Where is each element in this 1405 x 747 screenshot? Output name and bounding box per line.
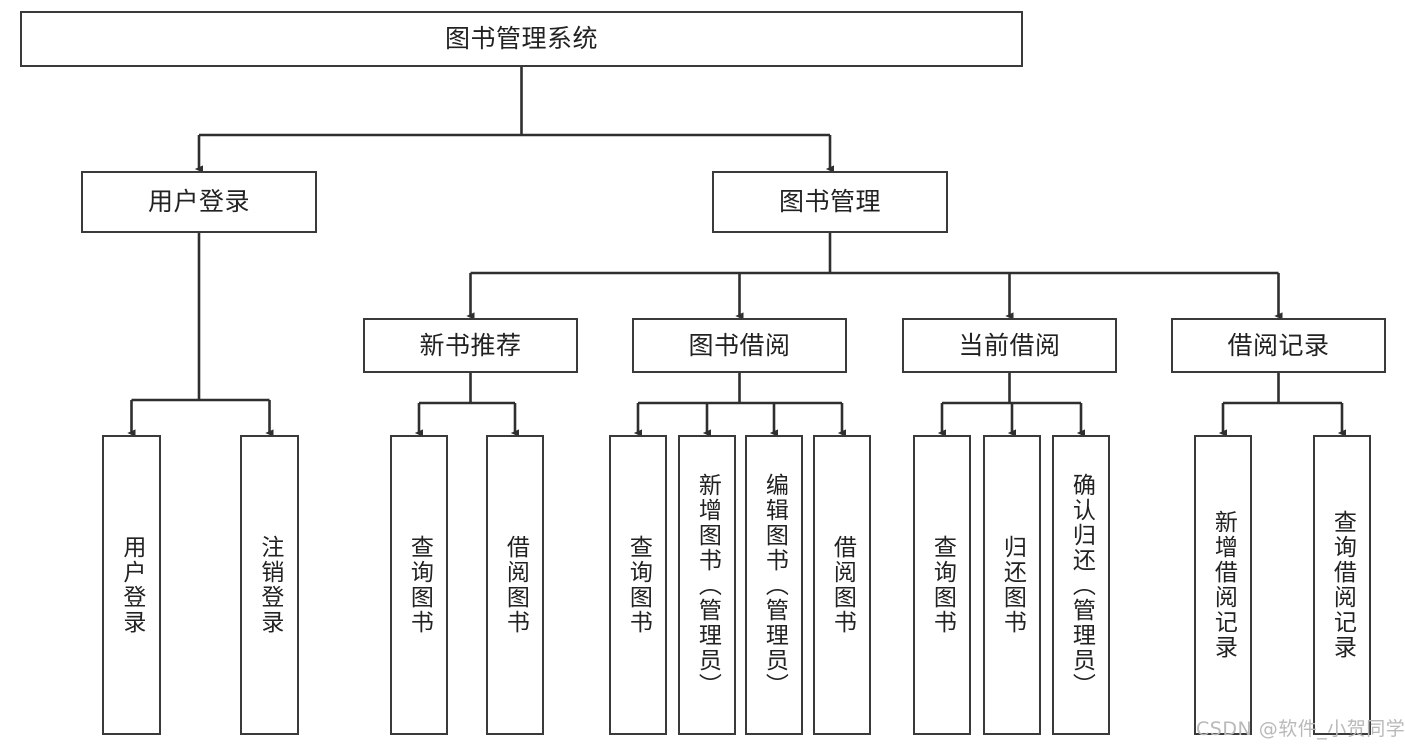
node-label: 借阅图书 [502,535,529,635]
leaf-node[interactable]: 查询借阅记录 [1313,435,1371,735]
node-label: 图书借阅 [688,330,791,360]
leaf-node[interactable]: 确认归还（管理员） [1052,435,1110,735]
node-label: 查询图书 [625,535,652,635]
node-label: 新增借阅记录 [1210,510,1237,660]
node-label: 图书管理 [778,187,881,217]
leaf-node[interactable]: 借阅图书 [813,435,871,735]
node-label: 查询借阅记录 [1329,510,1356,660]
node-label: 借阅记录 [1227,330,1330,360]
node-label: 归还图书 [999,535,1026,635]
node-label: 借阅图书 [829,535,856,635]
node-label: 编辑图书（管理员） [761,472,788,698]
node-label: 新书推荐 [419,330,522,360]
node-label: 查询图书 [929,535,956,635]
node-label: 新增图书（管理员） [694,472,721,698]
node-label: 图书管理系统 [444,24,598,54]
leaf-node[interactable]: 归还图书 [983,435,1041,735]
leaf-node[interactable]: 借阅图书 [486,435,544,735]
level2-node[interactable]: 图书管理 [712,171,948,233]
leaf-node[interactable]: 新增图书（管理员） [678,435,736,735]
root-node[interactable]: 图书管理系统 [20,11,1023,67]
leaf-node[interactable]: 新增借阅记录 [1194,435,1252,735]
leaf-node[interactable]: 查询图书 [913,435,971,735]
leaf-node[interactable]: 查询图书 [390,435,448,735]
leaf-node[interactable]: 注销登录 [240,435,299,735]
leaf-node[interactable]: 查询图书 [609,435,667,735]
node-label: 查询图书 [406,535,433,635]
node-label: 用户登录 [118,535,145,635]
level3-node[interactable]: 当前借阅 [902,318,1117,373]
leaf-node[interactable]: 编辑图书（管理员） [745,435,803,735]
node-label: 用户登录 [147,187,250,217]
node-label: 确认归还（管理员） [1068,472,1095,698]
watermark-text: CSDN @软件_小贺同学 [1196,718,1405,740]
level2-node[interactable]: 用户登录 [81,171,317,233]
level3-node[interactable]: 图书借阅 [632,318,847,373]
leaf-node[interactable]: 用户登录 [102,435,161,735]
level3-node[interactable]: 新书推荐 [363,318,578,373]
node-label: 注销登录 [256,535,283,635]
level3-node[interactable]: 借阅记录 [1171,318,1386,373]
node-label: 当前借阅 [958,330,1061,360]
